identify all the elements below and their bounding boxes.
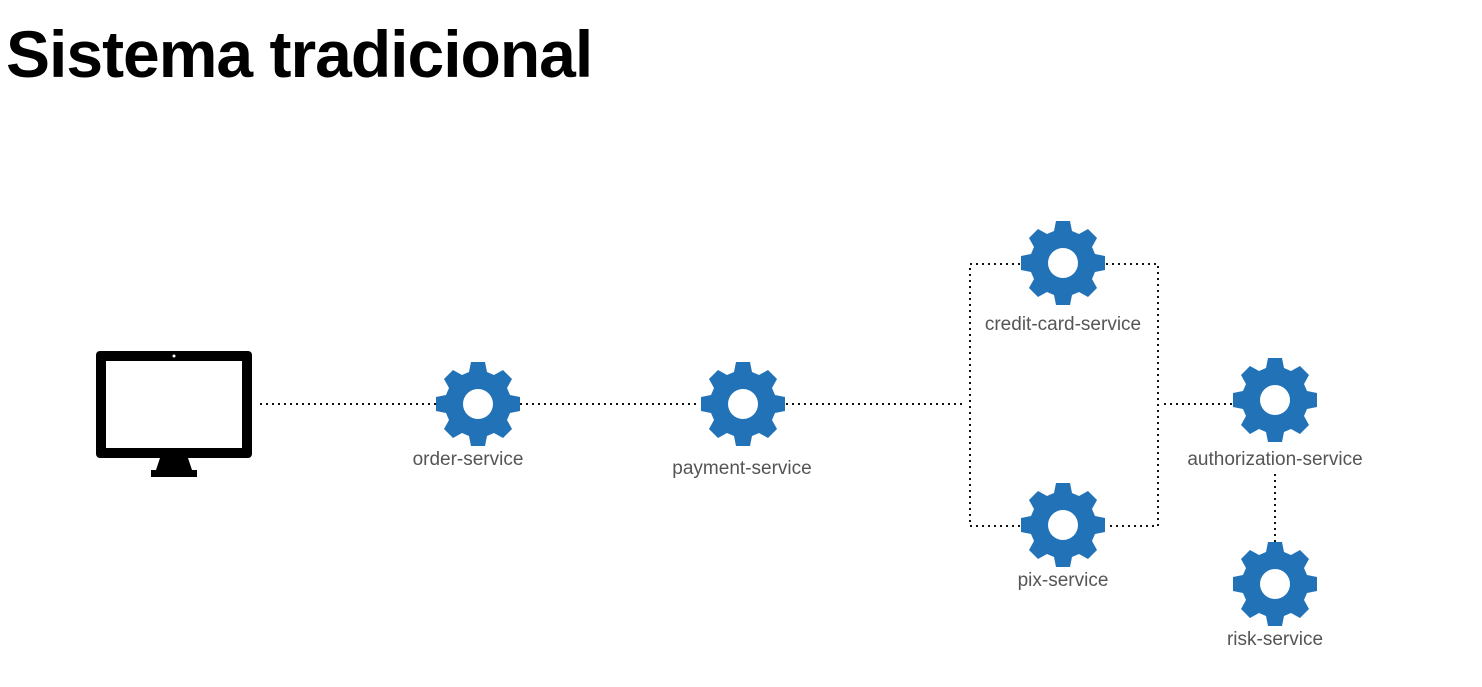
gear-icon — [1233, 542, 1317, 626]
pix-service-label: pix-service — [1018, 570, 1109, 591]
gear-icon — [1021, 221, 1105, 305]
payment-service-label: payment-service — [672, 458, 811, 479]
service-node-authorization: authorization-service — [1187, 358, 1363, 470]
credit-card-service-label: credit-card-service — [985, 314, 1141, 335]
monitor-icon — [96, 351, 252, 477]
page-title: Sistema tradicional — [6, 17, 593, 91]
connector-branch-left — [969, 263, 1020, 527]
gear-icon — [1233, 358, 1317, 442]
authorization-service-label: authorization-service — [1187, 449, 1362, 470]
gear-icon — [1021, 483, 1105, 567]
connectors — [260, 263, 1276, 544]
connector-branch-right — [1106, 263, 1159, 527]
service-node-credit-card: credit-card-service — [985, 221, 1141, 335]
gear-icon — [701, 362, 785, 446]
service-node-risk: risk-service — [1227, 542, 1323, 650]
client-monitor — [96, 351, 252, 477]
service-node-order: order-service — [413, 362, 524, 470]
service-node-payment: payment-service — [672, 362, 812, 479]
service-node-pix: pix-service — [1018, 483, 1109, 591]
order-service-label: order-service — [413, 449, 524, 470]
gear-icon — [436, 362, 520, 446]
risk-service-label: risk-service — [1227, 629, 1323, 650]
